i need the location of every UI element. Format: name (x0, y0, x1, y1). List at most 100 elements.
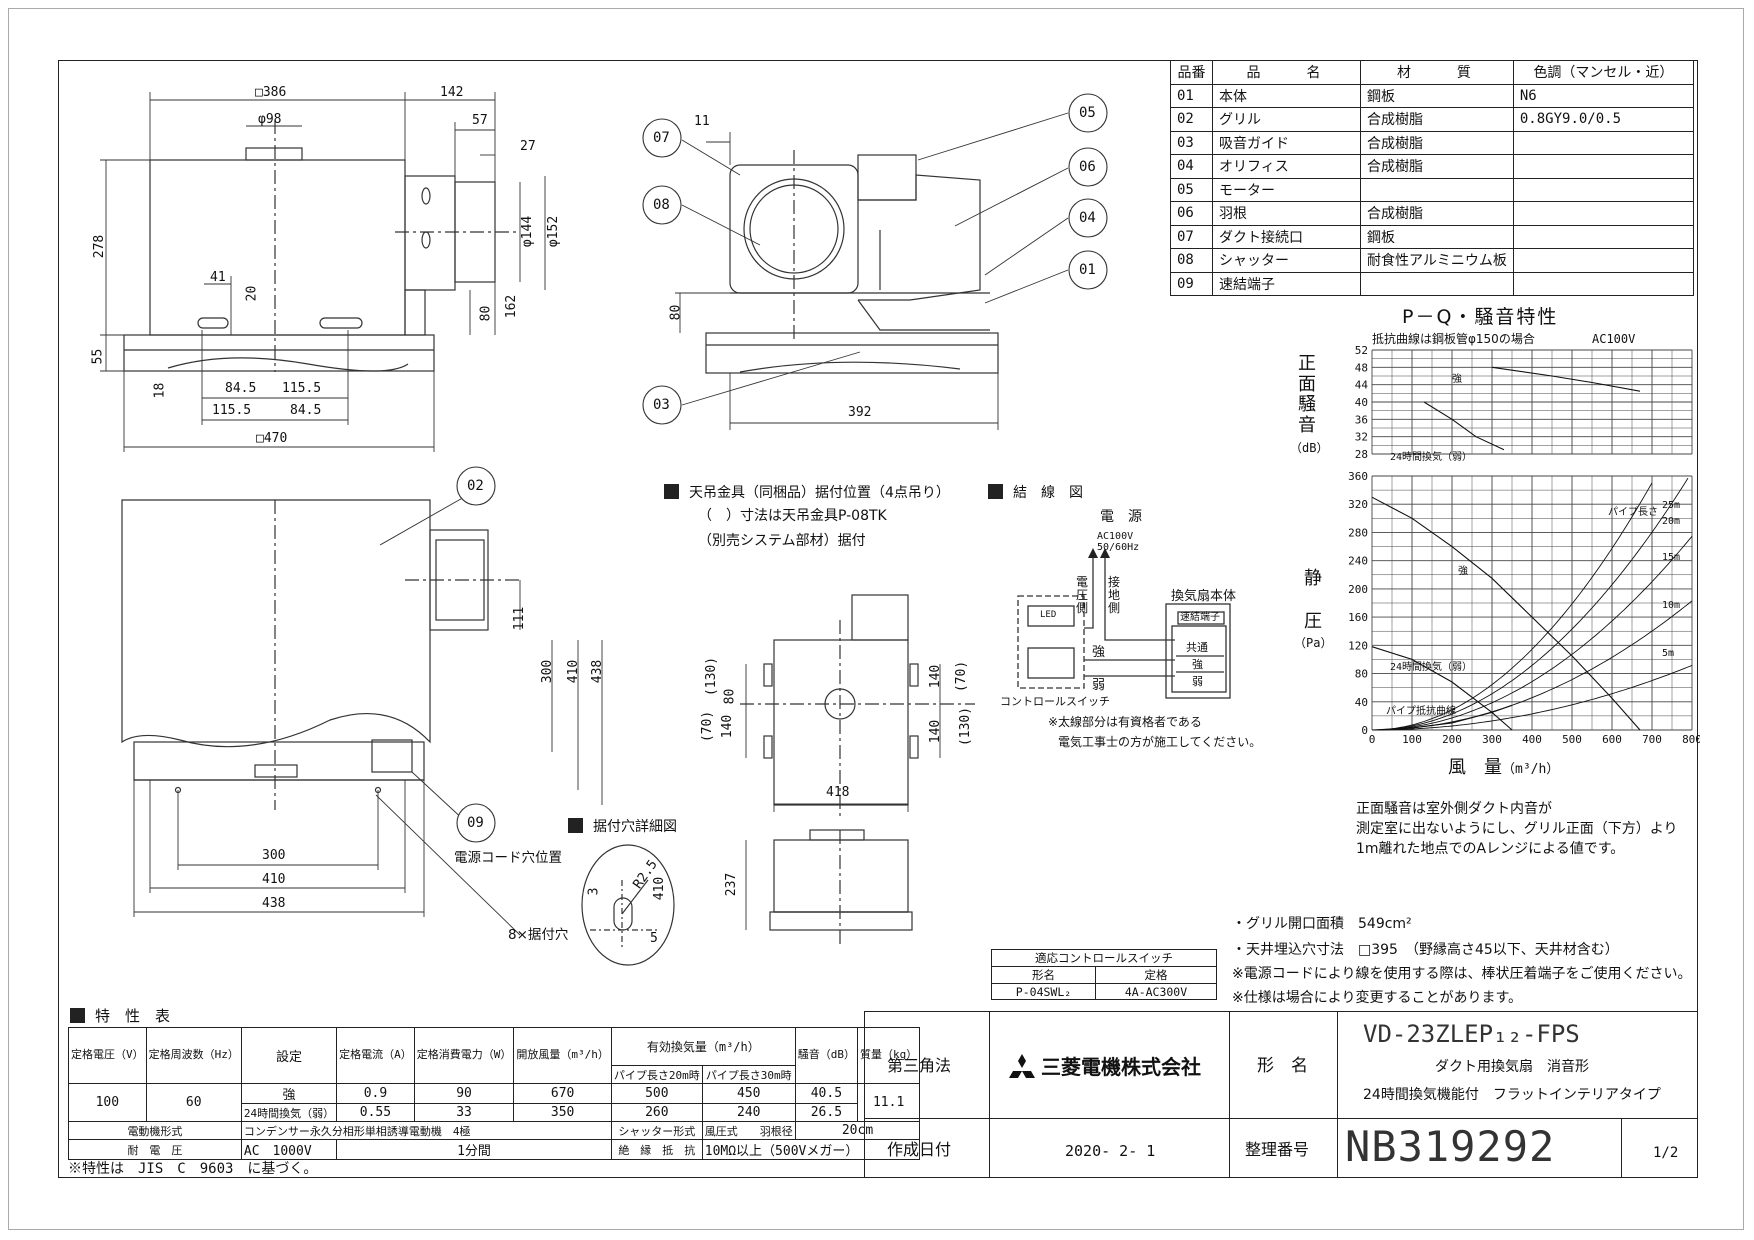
wiring-terminal-label: 速結端子 (1180, 612, 1220, 623)
pipe-length-label: 25m (1662, 500, 1680, 511)
dim-438-v: 438 (590, 659, 606, 684)
part-material: 鋼板 (1360, 83, 1514, 108)
wiring-voltage-side: 電圧側 (1076, 575, 1089, 616)
callout-02: 02 (467, 478, 484, 494)
spec-table: 定格電圧（V） 定格周波数（Hz） 設定 定格電流（A） 定格消費電力（W） 開… (68, 1027, 921, 1160)
wiring-ground-side: 接地側 (1108, 575, 1121, 616)
part-color: N6 (1512, 83, 1695, 108)
pipe-length-label: 20m (1662, 516, 1680, 527)
series-line (1371, 496, 1641, 731)
dim-phi144: φ144 (520, 215, 536, 248)
hanger-plan-dims (745, 664, 941, 812)
spec-note-2: ・天井埋込穴寸法 □395 （野縁高さ45以下、天井材含む） (1232, 942, 1619, 958)
spec-insulation: 10MΩ以上（500Vメガー） (701, 1139, 921, 1160)
spec-header-current: 定格電流（A） (336, 1027, 415, 1084)
drawing-number: NB319292 (1345, 1122, 1556, 1171)
model-desc-2: 24時間換気機能付 フラットインテリアタイプ (1363, 1087, 1661, 1103)
part-number: 01 (1170, 83, 1213, 108)
spec-row1-airflow: 670 (513, 1083, 612, 1104)
part-material (1360, 177, 1514, 202)
hanger-note-line2: （ ）寸法は天吊金具P-08TK (698, 508, 887, 524)
dim-41: 41 (210, 270, 226, 285)
part-name: ダクト接続口 (1212, 224, 1361, 249)
wiring-note1: ※太線部分は有資格者である (1048, 715, 1202, 729)
dim-237: 237 (724, 872, 740, 897)
dim-hanger-80: 80 (722, 688, 738, 705)
mitsubishi-logo-icon (1009, 1054, 1035, 1081)
x-tick-label: 200 (1442, 733, 1462, 746)
dim-5: 5 (650, 931, 658, 946)
part-name: 羽根 (1212, 201, 1361, 226)
spec-row1-20m: 500 (610, 1083, 703, 1104)
dim-386: □386 (255, 85, 287, 100)
wiring-power-label: 電 源 (1100, 509, 1142, 525)
dim-470: □470 (256, 431, 288, 446)
spec-row2-noise: 26.5 (794, 1103, 859, 1122)
spec-shutter-label: シャッター形式 (610, 1121, 703, 1140)
pipe-length-label: 15m (1662, 552, 1680, 563)
series-label: 強 (1458, 564, 1468, 577)
y-tick-label: 40 (1355, 696, 1368, 709)
series-line (1491, 366, 1641, 392)
switch-title: 適応コントロールスイッチ (991, 949, 1217, 967)
series-label: 24時間換気（弱） (1390, 660, 1472, 673)
spec-header-noise: 騒音（dB） (794, 1027, 859, 1084)
pipe-resistance-curve (1372, 664, 1693, 731)
dim-hanger-140-r: 140 (928, 664, 944, 689)
series-line (1371, 646, 1513, 731)
company-name: 三菱電機株式会社 (1009, 1054, 1201, 1081)
chart-note-3: 1m離れた地点でのAレンジによる値です。 (1356, 841, 1625, 857)
dim-392: 392 (848, 405, 872, 420)
dim-418: 418 (826, 785, 850, 800)
series-label: 強 (1452, 372, 1462, 385)
part-name: モーター (1212, 177, 1361, 202)
dim-115-5-a: 115.5 (282, 381, 322, 396)
part-material: 合成樹脂 (1360, 107, 1514, 132)
spec-note-4: ※仕様は場合により変更することがあります。 (1232, 990, 1523, 1006)
spec-freq: 60 (145, 1083, 242, 1122)
series-label: 24時間換気（弱） (1390, 450, 1472, 463)
y-tick-label: 48 (1355, 361, 1368, 374)
part-number: 03 (1170, 130, 1213, 155)
spec-header-setting: 設定 (240, 1027, 338, 1084)
section-view-dims (675, 112, 1069, 430)
wiring-terminal-weak: 弱 (1192, 675, 1203, 688)
dim-300-v: 300 (540, 659, 556, 684)
spec-voltage: 100 (68, 1083, 147, 1122)
wiring-lines (1017, 558, 1231, 699)
x-tick-label: 300 (1482, 733, 1502, 746)
section-square-icon (568, 818, 583, 833)
chart-noise-yunit: （dB） (1290, 441, 1329, 455)
date-value: 2020- 2- 1 (1065, 1142, 1156, 1160)
x-tick-label: 0 (1369, 733, 1376, 746)
spec-note-3: ※電源コードにより線を使用する際は、棒状圧着端子をご使用ください。 (1232, 966, 1692, 982)
x-tick-label: 100 (1402, 733, 1422, 746)
parts-header-color: 色調（マンセル・近） (1512, 60, 1695, 85)
dim-phi152: φ152 (546, 215, 562, 248)
dim-410-v: 410 (566, 659, 582, 684)
chart-xlabel: 風 量（m³/h） (1448, 757, 1560, 778)
spec-header-voltage: 定格電圧（V） (68, 1027, 147, 1084)
spec-motor-label: 電動機形式 (68, 1121, 242, 1140)
part-color (1512, 271, 1695, 296)
x-tick-label: 700 (1642, 733, 1662, 746)
callouts (456, 93, 1108, 843)
wiring-weak: 弱 (1092, 678, 1106, 693)
wiring-power-spec: AC100V (1097, 531, 1134, 542)
chart-note-1: 正面騒音は室外側ダクト内音が (1356, 801, 1552, 817)
parts-header-no: 品番 (1170, 60, 1213, 85)
part-number: 07 (1170, 224, 1213, 249)
side-elevation-dims (100, 92, 546, 452)
y-tick-label: 80 (1355, 668, 1368, 681)
sheet-border (8, 8, 1744, 1230)
spec-row1-noise: 40.5 (794, 1083, 859, 1104)
spec-header-effective: 有効換気量（m³/h） (610, 1027, 796, 1066)
dim-hanger-70-l: (70) (700, 710, 716, 743)
part-material: 合成樹脂 (1360, 154, 1514, 179)
dim-84-5-b: 84.5 (290, 403, 322, 418)
spec-motor: コンデンサー永久分相形単相誘導電動機 4極 (240, 1121, 612, 1140)
